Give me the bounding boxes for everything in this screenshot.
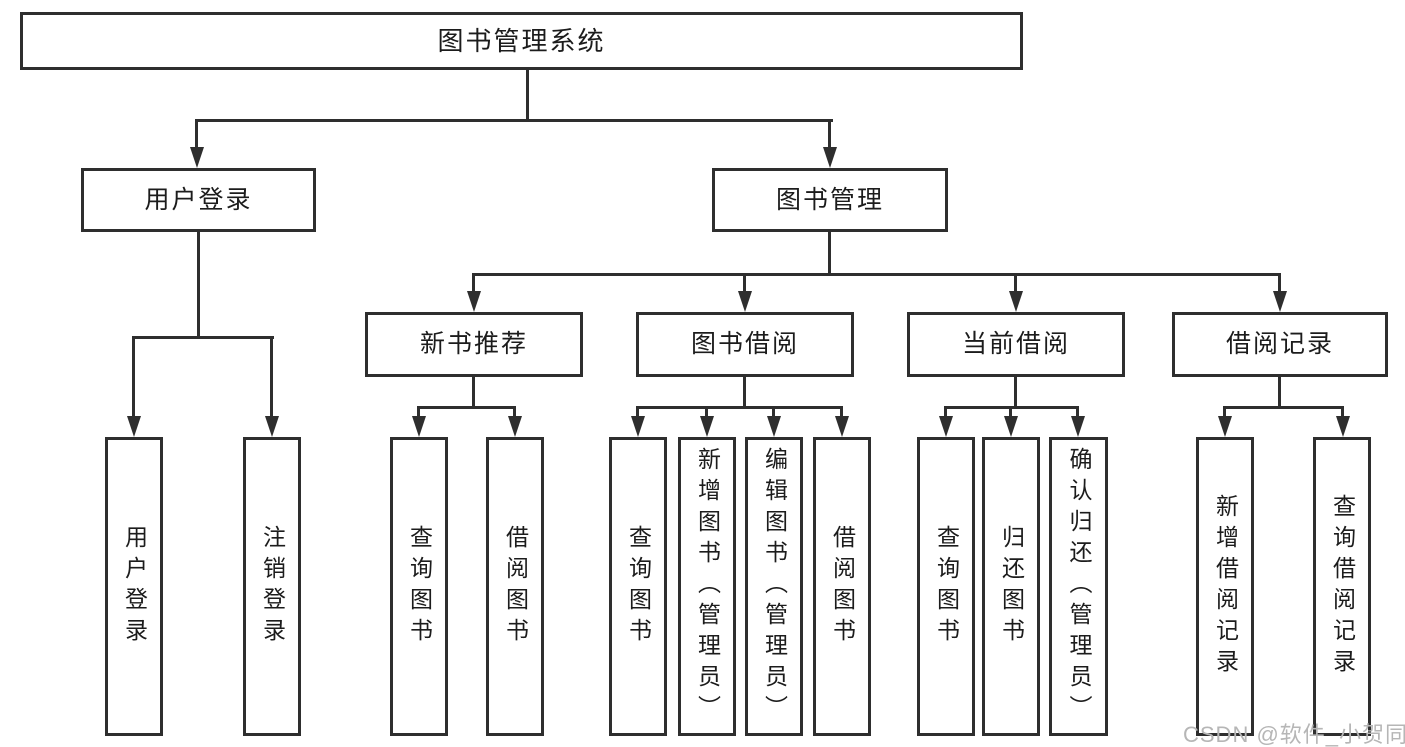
leaf-borrow-books-recommend: 借阅图书: [486, 437, 544, 736]
node-label: 注销登录: [259, 524, 286, 649]
connector-line: [417, 406, 516, 409]
node-library-management-system: 图书管理系统: [20, 12, 1023, 70]
node-label: 查询图书: [933, 524, 960, 649]
connector-line: [513, 406, 516, 419]
node-label: 查询图书: [406, 524, 433, 649]
node-borrow-records: 借阅记录: [1172, 312, 1388, 377]
node-label: 图书管理系统: [437, 26, 606, 56]
leaf-borrow-books: 借阅图书: [813, 437, 871, 736]
connector-line: [472, 377, 475, 409]
arrow-down-icon: [265, 416, 279, 437]
connector-line: [133, 336, 274, 339]
connector-line: [132, 336, 135, 418]
node-label: 新增图书（管理员）: [694, 447, 721, 726]
leaf-query-books-borrow: 查询图书: [609, 437, 667, 736]
node-label: 确认归还（管理员）: [1066, 447, 1092, 726]
leaf-confirm-return-admin: 确认归还（管理员）: [1049, 437, 1108, 736]
leaf-add-borrow-record: 新增借阅记录: [1196, 437, 1254, 736]
connector-line: [197, 119, 833, 122]
leaf-logout: 注销登录: [243, 437, 301, 736]
node-label: 借阅图书: [502, 524, 529, 649]
node-label: 新书推荐: [419, 330, 528, 358]
node-book-borrow: 图书借阅: [636, 312, 854, 377]
connector-line: [772, 406, 775, 419]
arrow-down-icon: [700, 416, 714, 437]
leaf-user-login: 用户登录: [105, 437, 163, 736]
leaf-query-borrow-record: 查询借阅记录: [1313, 437, 1371, 736]
arrow-down-icon: [1004, 416, 1018, 437]
leaf-add-books-admin: 新增图书（管理员）: [678, 437, 736, 736]
arrow-down-icon: [412, 416, 426, 437]
connector-line: [1223, 406, 1343, 409]
node-label: 图书借阅: [690, 330, 799, 358]
connector-line: [743, 273, 746, 294]
connector-line: [1009, 406, 1012, 419]
leaf-query-books-recommend: 查询图书: [390, 437, 448, 736]
node-label: 图书管理: [775, 185, 884, 214]
connector-line: [1223, 406, 1226, 419]
node-current-borrow: 当前借阅: [907, 312, 1125, 377]
connector-line: [1278, 273, 1281, 294]
connector-line: [270, 336, 273, 418]
arrow-down-icon: [738, 291, 752, 312]
connector-line: [944, 406, 947, 419]
arrow-down-icon: [835, 416, 849, 437]
connector-line: [828, 232, 831, 276]
connector-line: [705, 406, 708, 419]
connector-line: [743, 377, 746, 409]
node-user-login: 用户登录: [81, 168, 316, 232]
connector-line: [636, 406, 639, 419]
node-label: 查询图书: [625, 524, 652, 649]
connector-line: [1278, 377, 1281, 409]
arrow-down-icon: [190, 147, 204, 168]
node-label: 查询借阅记录: [1329, 493, 1356, 680]
node-label: 新增借阅记录: [1212, 493, 1239, 680]
arrow-down-icon: [1009, 291, 1023, 312]
arrow-down-icon: [1218, 416, 1232, 437]
connector-line: [636, 406, 843, 409]
arrow-down-icon: [1273, 291, 1287, 312]
connector-line: [417, 406, 420, 419]
node-label: 借阅图书: [829, 524, 856, 649]
node-label: 借阅记录: [1225, 330, 1334, 358]
connector-line: [197, 232, 200, 339]
leaf-edit-books-admin: 编辑图书（管理员）: [745, 437, 803, 736]
leaf-return-books: 归还图书: [982, 437, 1040, 736]
arrow-down-icon: [127, 416, 141, 437]
node-label: 归还图书: [998, 524, 1025, 649]
arrow-down-icon: [508, 416, 522, 437]
connector-line: [1014, 273, 1017, 294]
connector-line: [1076, 406, 1079, 419]
connector-line: [526, 70, 529, 122]
arrow-down-icon: [631, 416, 645, 437]
node-label: 用户登录: [121, 524, 148, 649]
connector-line: [1014, 377, 1017, 409]
csdn-watermark: CSDN @软件_小贺同学: [1183, 722, 1405, 747]
node-book-management: 图书管理: [712, 168, 948, 232]
arrow-down-icon: [767, 416, 781, 437]
arrow-down-icon: [1336, 416, 1350, 437]
node-label: 当前借阅: [961, 330, 1070, 358]
arrow-down-icon: [1071, 416, 1085, 437]
connector-line: [1341, 406, 1344, 419]
node-label: 用户登录: [144, 185, 253, 214]
leaf-query-books-current: 查询图书: [917, 437, 975, 736]
arrow-down-icon: [467, 291, 481, 312]
connector-line: [472, 273, 475, 294]
connector-line: [828, 119, 831, 150]
arrow-down-icon: [939, 416, 953, 437]
node-new-book-recommend: 新书推荐: [365, 312, 583, 377]
connector-line: [473, 273, 1281, 276]
connector-line: [840, 406, 843, 419]
connector-line: [195, 119, 198, 150]
arrow-down-icon: [823, 147, 837, 168]
node-label: 编辑图书（管理员）: [761, 447, 788, 726]
